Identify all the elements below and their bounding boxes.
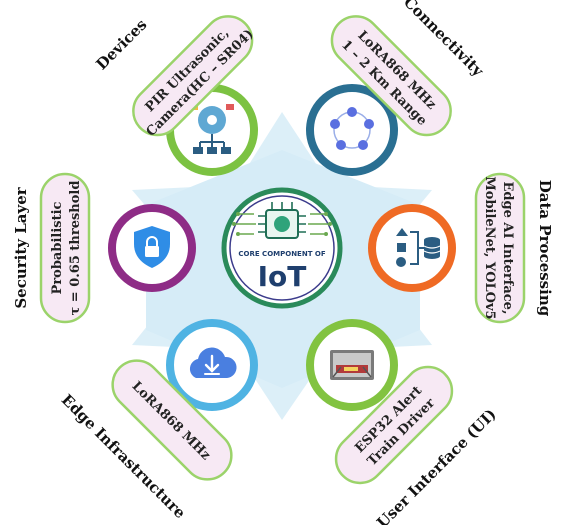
security-line-2: τ = 0.65 threshold (68, 181, 83, 316)
data-flow-icon (396, 228, 441, 267)
node-devices: PIR Ultrasonic, Camera(HC – SR04) Device… (92, 15, 258, 176)
node-edge-infrastructure: LoRA868 MHz Edge Infrastructure (58, 319, 258, 522)
security-category: Security Layer (12, 186, 30, 308)
user-interface-pill (334, 365, 454, 485)
data-processing-category: Data Processing (536, 180, 554, 317)
devices-pill (132, 15, 254, 137)
node-security: Probabilistic τ = 0.65 threshold Securit… (12, 172, 196, 324)
edge-infrastructure-pill (111, 359, 233, 481)
node-user-interface: ESP32 Alert Train Driver User Interface … (306, 319, 500, 525)
center-emblem: CORE COMPONENT OF IoT (221, 187, 343, 309)
security-line-1: Probabilistic (50, 201, 65, 294)
shield-lock-icon (134, 226, 170, 268)
device-tree-icon (190, 104, 234, 154)
cloud-download-icon (189, 347, 237, 378)
data-processing-ring (368, 204, 456, 292)
devices-category: Devices (92, 15, 150, 73)
network-ring-icon (330, 107, 374, 150)
center-title: IoT (258, 260, 307, 293)
connectivity-pill (330, 15, 452, 137)
security-pill (39, 172, 91, 324)
chip-icon (232, 202, 332, 239)
train-display-icon (330, 350, 374, 380)
node-connectivity: LoRA868 MHz 1 – 2 Km Range Connectivity (306, 0, 488, 176)
node-data-processing: Edge AI Interface, MobileNet, YOLOv5 Dat… (368, 172, 554, 324)
center-caption: CORE COMPONENT OF (238, 250, 325, 258)
data-processing-line-2: MobileNet, YOLOv5 (482, 176, 497, 319)
connectivity-ring (306, 84, 398, 176)
data-processing-pill (474, 172, 526, 324)
data-processing-line-1: Edge AI Interface, (500, 182, 515, 315)
